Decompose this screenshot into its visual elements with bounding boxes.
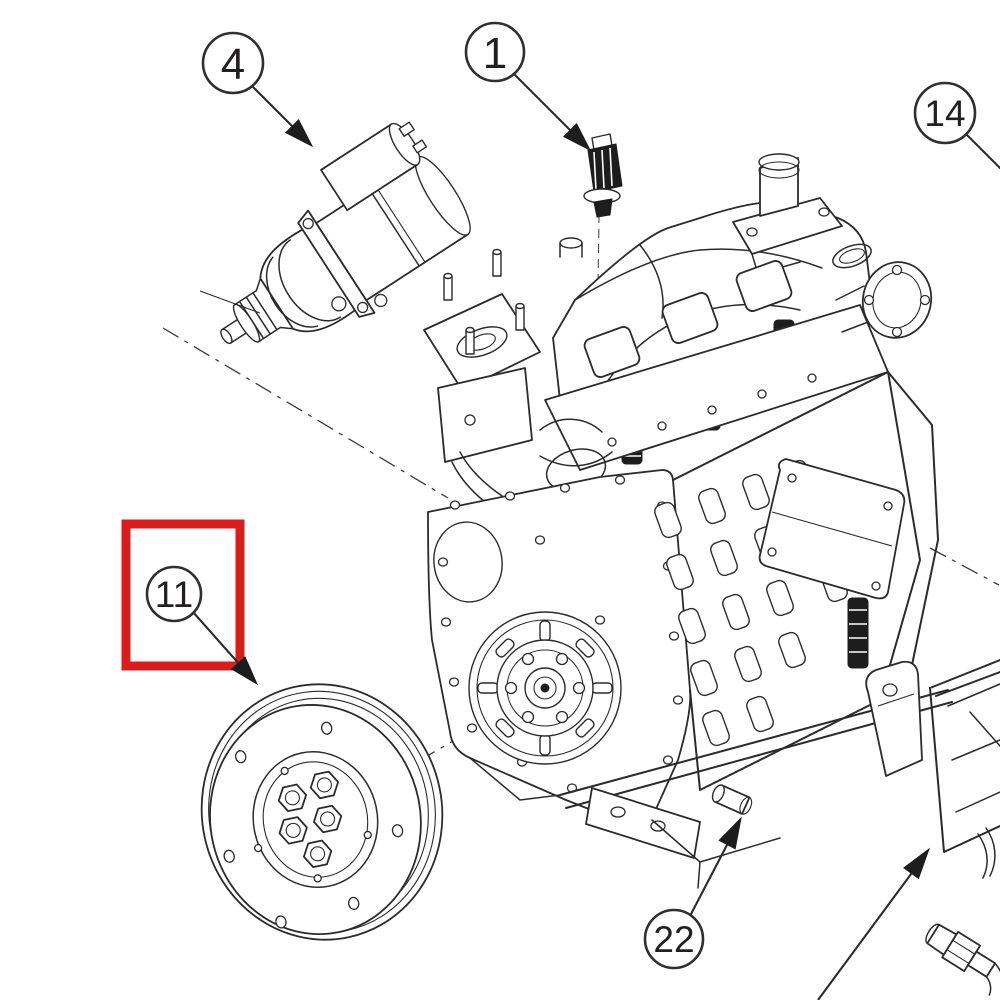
flywheel-housing-plate — [427, 469, 692, 828]
callout-14-label: 14 — [924, 93, 965, 134]
speed-sensor-fitting — [925, 923, 1000, 996]
callout-14-circle — [913, 81, 977, 145]
engine-assembly — [423, 153, 1000, 996]
callout-1: 1 — [464, 21, 592, 152]
callout-11: 11 — [145, 565, 259, 686]
gear-case — [758, 371, 939, 701]
callout-22: 22 — [643, 816, 742, 970]
hub-nuts — [277, 770, 343, 869]
highlight-box — [121, 519, 245, 671]
studs — [443, 248, 525, 355]
clutch-hub — [468, 611, 622, 765]
callout-4-leader — [251, 85, 296, 130]
starter-motor — [220, 121, 471, 345]
starter-flange — [297, 209, 376, 318]
ecu-bracket — [865, 660, 923, 777]
callout-22-leader — [689, 842, 729, 917]
callout-4-label: 4 — [221, 40, 245, 89]
callout-1-leader — [513, 73, 574, 134]
temperature-sensor — [583, 133, 623, 218]
inner-ring-outer — [252, 751, 379, 889]
lower-rail — [469, 689, 953, 889]
callout-4-circle — [201, 31, 265, 95]
sensor-hex-nut — [941, 930, 982, 972]
thermostat-housing — [732, 153, 843, 275]
support-bracket — [437, 367, 533, 463]
callout-1-label: 1 — [483, 29, 507, 78]
callout-22-circle — [643, 908, 705, 970]
ecu-axis-dash-line — [929, 547, 1000, 586]
ecu-pointer-leader — [817, 869, 915, 1000]
callout-1-circle — [464, 21, 526, 83]
callout-1-arrowhead-icon — [562, 122, 592, 152]
starter-shaft-line — [199, 290, 261, 314]
callout-14: 14 — [913, 81, 1000, 170]
oil-drain-fitting — [711, 784, 753, 815]
face-holes — [223, 721, 404, 929]
lower-bracket — [585, 787, 701, 859]
water-pump — [832, 243, 933, 339]
starter-axis-dash-line — [162, 327, 449, 499]
ecu-pointer — [817, 847, 931, 1000]
ecu-pointer-arrowhead-icon — [903, 847, 931, 880]
ecu-with-bracket — [865, 659, 1000, 879]
exhaust-flange-plate — [423, 248, 541, 463]
callout-11-circle — [145, 565, 203, 623]
inner-ring-inner — [262, 761, 369, 878]
housing-opening — [433, 521, 503, 603]
callout-14-leader — [965, 133, 1000, 170]
callout-11-leader — [192, 611, 241, 666]
callout-22-arrowhead-icon — [718, 816, 742, 850]
callout-4: 4 — [201, 31, 314, 148]
callout-11-label: 11 — [155, 574, 193, 615]
ring-holes — [253, 766, 372, 883]
starter-mount-bolt — [374, 293, 388, 308]
flywheel-damper-pulley — [200, 683, 444, 941]
callout-4-arrowhead-icon — [284, 118, 314, 148]
callout-22-label: 22 — [653, 919, 694, 960]
callout-11-arrowhead-icon — [230, 656, 259, 686]
